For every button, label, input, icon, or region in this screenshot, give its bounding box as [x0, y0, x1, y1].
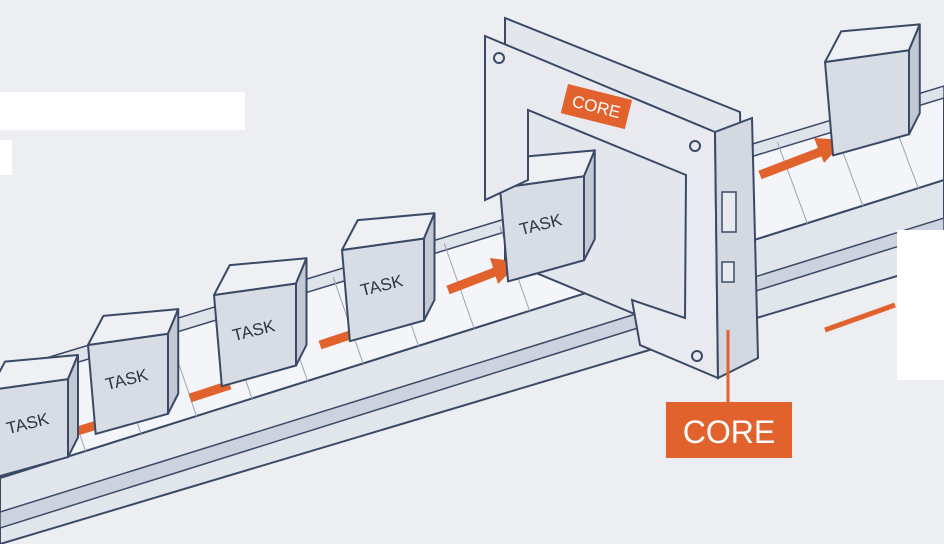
- gate-port: [721, 261, 735, 283]
- bolt-icon: [689, 140, 701, 152]
- bolt-icon: [691, 350, 703, 362]
- task-box: TASK: [213, 257, 308, 388]
- gate-core-label: CORE: [560, 84, 633, 130]
- core-callout-text: CORE: [683, 414, 775, 450]
- task-box: TASK: [341, 212, 436, 343]
- task-box: TASK: [499, 149, 596, 283]
- blank-patch: [0, 140, 12, 175]
- core-callout-box: [666, 402, 792, 458]
- blank-patch: [897, 230, 944, 380]
- gate-port: [721, 191, 737, 233]
- bolt-icon: [493, 52, 505, 64]
- blank-patch: [0, 92, 245, 130]
- belt-slat: [776, 142, 808, 224]
- task-box: TASK: [87, 308, 180, 435]
- gate-side-edge: [713, 116, 760, 380]
- processed-box: [824, 23, 921, 157]
- task-box: TASK: [0, 354, 79, 478]
